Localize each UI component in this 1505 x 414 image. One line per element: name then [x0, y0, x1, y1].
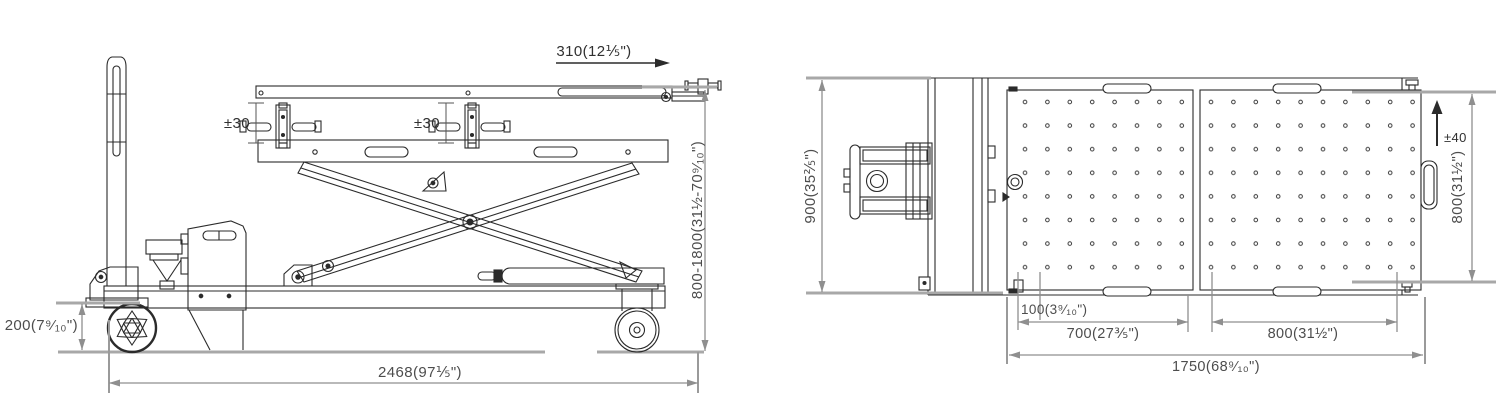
locating-ring [1006, 173, 1024, 191]
clamp-range-bracket-left [248, 102, 264, 144]
clamp-range-bracket-right [438, 102, 454, 144]
overall-width-label: 900(35⅖") [802, 148, 819, 223]
side-view: 310(12⅕") ±30 ±30 800-1800(31½-70⁹⁄₁₀") … [5, 43, 722, 393]
caster-wheel [614, 283, 660, 353]
base-frame [103, 267, 666, 309]
lift-slot [1102, 286, 1152, 297]
clamp-adjust-left-label: ±30 [224, 115, 250, 132]
dim-lift-height: 800-1800(31½-70⁹⁄₁₀") [642, 85, 717, 351]
left-wheel [106, 302, 158, 354]
hydraulic-pump [145, 239, 183, 290]
dim-platform-length: 1750(68⁹⁄₁₀") [1006, 297, 1426, 375]
dim-table-left: 700(27⅗") [1018, 295, 1189, 342]
lift-height-label: 800-1800(31½-70⁹⁄₁₀") [689, 141, 706, 299]
clamp-left [239, 102, 322, 149]
dim-base-height: 200(7⁹⁄₁₀") [5, 301, 140, 350]
rear-deck-plate [501, 267, 665, 285]
platform-width-label: 800(31½") [1449, 150, 1466, 223]
dim-side-adjust: ±40 [1431, 100, 1467, 146]
side-adjust-label: ±40 [1444, 130, 1467, 145]
dim-hole-pitch: 100(3⁹⁄₁₀") [1017, 272, 1087, 330]
mast-base [85, 266, 149, 308]
extension-travel-label: 310(12⅕") [556, 43, 631, 60]
dim-platform-width: 800(31½") [1352, 90, 1496, 284]
side-handle [1420, 160, 1438, 210]
table-panel-right [1199, 83, 1422, 297]
table-right-label: 800(31½") [1268, 326, 1339, 342]
overall-length-label: 2468(97⅕") [378, 364, 462, 381]
clamp-adjust-right-label: ±30 [414, 115, 440, 132]
dim-extension-travel: 310(12⅕") [556, 43, 670, 68]
corner-clamp-top [1405, 79, 1419, 92]
dim-table-right: 800(31½") [1211, 272, 1398, 342]
lift-slot [1272, 83, 1322, 94]
control-box [180, 220, 247, 351]
push-handle-mast [106, 56, 127, 286]
platform-deck [255, 85, 705, 163]
tow-handle-top [843, 142, 933, 220]
scissor-mechanism [283, 161, 643, 286]
hole-pitch-label: 100(3⁹⁄₁₀") [1021, 302, 1087, 317]
lift-slot [1272, 286, 1322, 297]
lift-slot [1102, 83, 1152, 94]
table-panel-left [1002, 83, 1194, 297]
dim-overall-width: 900(35⅖") [802, 76, 1003, 295]
platform-length-label: 1750(68⁹⁄₁₀") [1172, 359, 1260, 375]
clamp-right [428, 102, 511, 149]
table-left-label: 700(27⅗") [1067, 326, 1140, 342]
top-view: 900(35⅖") 800(31½") ±40 100(3⁹⁄₁₀") [802, 76, 1496, 375]
base-height-label: 200(7⁹⁄₁₀") [5, 317, 78, 334]
center-pivot [462, 214, 478, 230]
dim-overall-length: 2468(97⅕") [108, 320, 699, 393]
